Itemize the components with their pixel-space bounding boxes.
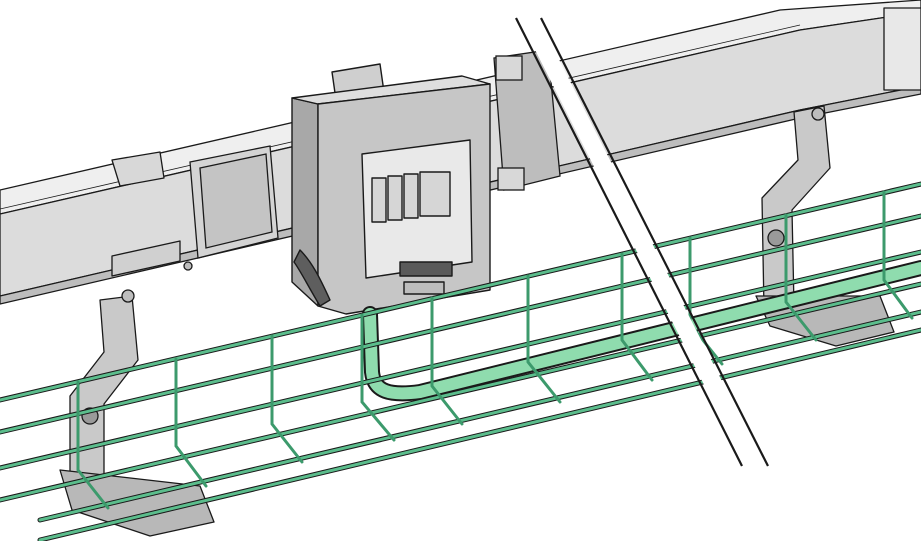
enclosure [291,63,491,315]
wire-mesh-cable-tray [0,181,921,541]
tap-off-box-face [199,153,273,249]
break-line-1 [515,17,743,467]
break-line-2 [540,17,769,467]
enclosure-door-handle [399,261,453,277]
breaker-1 [371,177,387,223]
trunking-end-section [883,7,921,91]
enclosure-latch [403,281,445,295]
trunking-top-clip [111,151,165,187]
joint-block [493,49,561,191]
right-bracket-bolt [767,229,785,247]
left-bracket-top-bolt [121,289,135,303]
breaker-3 [403,173,419,219]
break-gap [519,18,765,466]
cable-fill [364,262,921,400]
cable [362,260,921,402]
tray-longitudinal-wires-green [0,182,921,541]
right-bracket-top-bolt [811,107,825,121]
tap-off-box-screw [183,261,193,271]
joint-clamp-bottom [497,167,525,191]
breaker-4 [419,171,451,217]
trunking-joint [493,49,561,191]
joint-clamp-top [495,55,523,81]
break-lines [515,17,769,467]
enclosure-front-edge [293,249,331,307]
trunking-label-plate [111,240,181,277]
tap-off-box [183,145,279,271]
breaker-2 [387,175,403,221]
left-bracket-arm [69,295,139,485]
